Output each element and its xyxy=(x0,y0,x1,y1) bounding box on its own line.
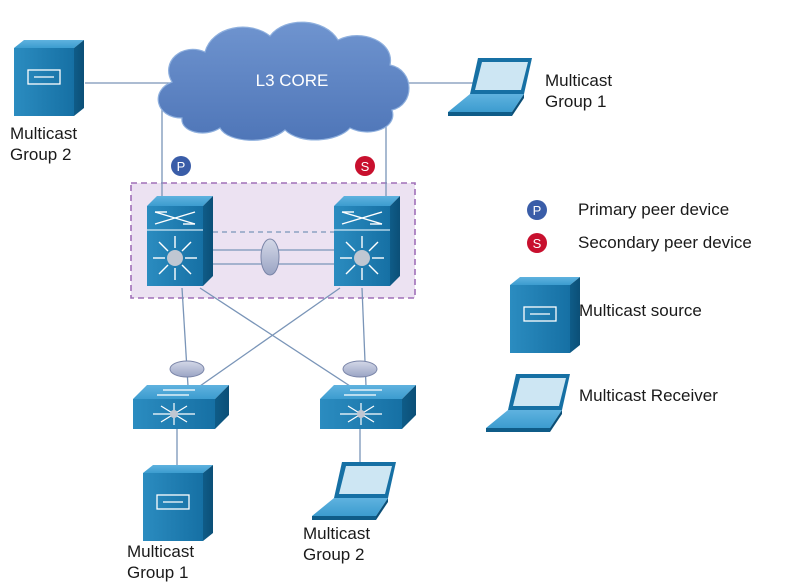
link-secondary-to-access1 xyxy=(199,287,341,387)
legend-receiver-text: Multicast Receiver xyxy=(579,386,718,405)
label-top-left-line2: Group 2 xyxy=(10,145,72,164)
label-bottom-left-line2: Group 1 xyxy=(127,563,189,582)
label-bottom-right-line2: Group 2 xyxy=(303,545,365,564)
legend-source-text: Multicast source xyxy=(579,301,702,320)
laptop-bottom-right-icon xyxy=(312,462,396,520)
secondary-badge: S xyxy=(355,156,375,176)
primary-nexus-switch-icon xyxy=(147,196,213,286)
label-bottom-left-source: Multicast Group 1 xyxy=(127,541,194,583)
legend-secondary-badge: S xyxy=(527,233,547,253)
secondary-nexus-switch-icon xyxy=(334,196,400,286)
laptop-top-right-icon xyxy=(448,58,532,116)
primary-badge: P xyxy=(171,156,191,176)
legend-secondary-text: Secondary peer device xyxy=(578,233,752,252)
vpc-port-channel-left xyxy=(169,360,205,378)
link-primary-to-access2 xyxy=(199,287,351,387)
secondary-badge-letter: S xyxy=(361,159,370,174)
label-top-left-line1: Multicast xyxy=(10,124,78,143)
primary-badge-letter: P xyxy=(177,159,186,174)
core-label: L3 CORE xyxy=(256,71,329,90)
label-bottom-right-line1: Multicast xyxy=(303,524,371,543)
legend-primary-badge: P xyxy=(527,200,547,220)
server-bottom-left-icon xyxy=(143,465,213,541)
legend-secondary-letter: S xyxy=(533,236,542,251)
label-bottom-right-receiver: Multicast Group 2 xyxy=(303,523,370,565)
access-switch-left-icon xyxy=(133,385,229,429)
label-top-right-line2: Group 1 xyxy=(545,92,607,111)
peer-link-port-channel xyxy=(260,238,280,276)
label-top-right-line1: Multicast xyxy=(545,71,613,90)
l3-core-cloud-icon xyxy=(157,21,410,141)
access-switch-right-icon xyxy=(320,385,416,429)
label-bottom-left-line1: Multicast xyxy=(127,542,195,561)
legend-laptop-icon xyxy=(486,374,570,432)
vpc-port-channel-right xyxy=(342,360,378,378)
legend-primary-text: Primary peer device xyxy=(578,200,730,219)
legend-server-icon xyxy=(510,277,580,353)
label-top-left-source: Multicast Group 2 xyxy=(10,123,77,165)
server-top-left-icon xyxy=(14,40,84,116)
label-top-right-receiver: Multicast Group 1 xyxy=(545,70,612,112)
legend-primary-letter: P xyxy=(533,203,542,218)
